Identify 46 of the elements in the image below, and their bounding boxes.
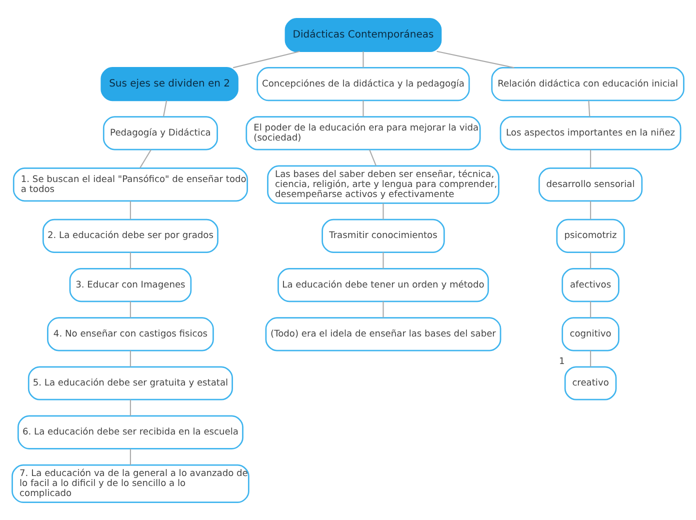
node-box: 1. Se buscan el ideal "Pansófico" de enseñar todo a todos: [12, 167, 248, 202]
node-box: 4. No enseñar con castigos fisicos: [47, 316, 214, 351]
connector: [130, 200, 131, 219]
node-box: Las bases del saber deben ser enseñar, técnica, ciencia, religión, arte y lengua para comprender, desempeñarse activos y efectivamente: [267, 164, 500, 204]
connector: [590, 149, 592, 168]
node-box: Trasmitir conocimientos: [322, 218, 445, 252]
node-box: Los aspectos importantes en la niñez: [500, 116, 682, 150]
connector: [590, 200, 592, 219]
connector: [382, 252, 384, 268]
node-box: psicomotriz: [556, 218, 625, 252]
node-box: cognitivo: [562, 316, 620, 351]
connector: [130, 252, 131, 268]
node-box: 5. La educación debe ser gratuita y estatal: [28, 366, 233, 400]
connector: [590, 350, 592, 366]
node-box: desarrollo sensorial: [538, 167, 643, 202]
node-box: Pedagogía y Didáctica: [102, 116, 218, 150]
node-box: Didácticas Contemporáneas: [284, 17, 442, 52]
node-box: Concepciónes de la didáctica y la pedagogía: [256, 66, 470, 101]
connector: [436, 50, 514, 68]
node-box: 6. La educación debe ser recibida en la escuela: [17, 414, 244, 449]
connector: [382, 300, 384, 318]
node-box: Relación didáctica con educación inicial: [491, 66, 684, 101]
node-box: El poder de la educación era para mejorar la vida (sociedad): [246, 116, 481, 150]
connector: [590, 252, 592, 268]
node-box: La educación debe tener un orden y método: [278, 268, 489, 302]
connector: [130, 448, 131, 464]
connector: [382, 202, 384, 219]
connector: [140, 149, 152, 168]
connector: [362, 50, 364, 68]
connector: [130, 300, 131, 318]
node-box: Sus ejes se dividen en 2: [100, 66, 238, 101]
node-box: creativo: [564, 366, 617, 400]
node-box: afectivos: [562, 268, 620, 302]
connector: [130, 350, 131, 366]
node-box: 7. La educación va de la general a lo avanzado de lo facil a lo dificil y de lo sencillo a lo complicado: [12, 464, 250, 503]
connector: [590, 300, 592, 318]
node-box: (Todo) era el idela de enseñar las bases del saber: [265, 316, 502, 351]
connector: [588, 100, 590, 116]
connector: [369, 149, 377, 166]
connector: [362, 100, 364, 116]
connector: [162, 100, 168, 116]
node-box: 3. Educar con Imagenes: [69, 268, 192, 302]
connector: [232, 50, 300, 68]
node-box: 2. La educación debe ser por grados: [42, 218, 218, 252]
connector: [130, 399, 131, 416]
node-label: 1: [559, 356, 565, 367]
